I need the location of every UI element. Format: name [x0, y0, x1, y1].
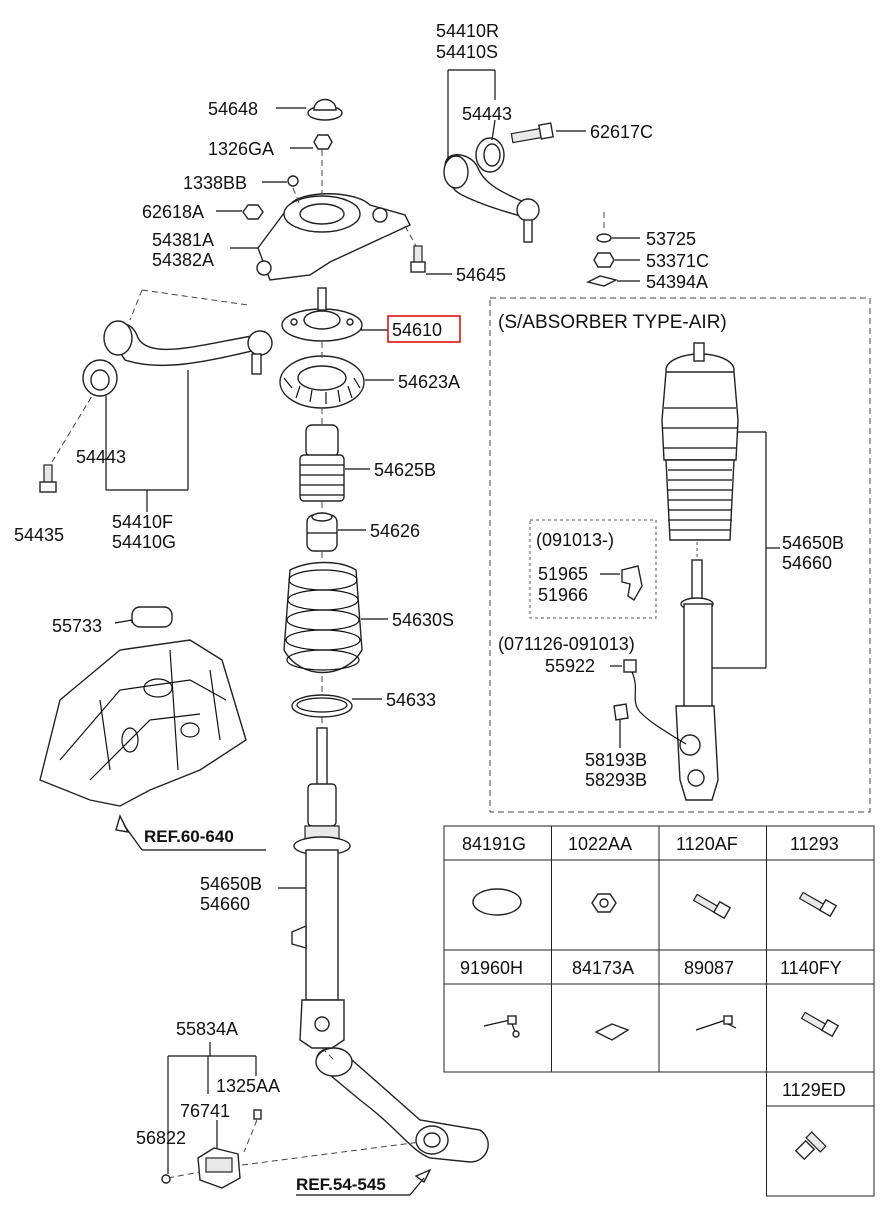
bolt-62617C: [510, 122, 554, 144]
table-cell-84173A: 84173A: [572, 958, 634, 978]
label-54630S: 54630S: [392, 610, 454, 630]
label-54625B: 54625B: [374, 460, 436, 480]
spring-pad-54623A: [279, 355, 365, 409]
bolt-54645: [410, 245, 426, 273]
bracket-55834A: [197, 1147, 241, 1189]
table-cell-84191G: 84191G: [462, 834, 526, 854]
label-54645: 54645: [456, 265, 506, 285]
label-55834A: 55834A: [176, 1019, 238, 1039]
bolt-icon-1140FY: [800, 1011, 840, 1038]
label-54650B-air: 54650B: [782, 533, 844, 553]
label-55733: 55733: [52, 616, 102, 636]
label-53371C: 53371C: [646, 251, 709, 271]
bolt-icon-1129ED: [794, 1131, 827, 1161]
label-56822: 56822: [136, 1128, 186, 1148]
label-54648: 54648: [208, 99, 258, 119]
highlight-box-54610: [387, 315, 461, 343]
ref-54-545[interactable]: REF.54-545: [296, 1175, 386, 1194]
ref-arrow-54-545: [414, 1168, 432, 1184]
air-section-title: (S/ABSORBER TYPE-AIR): [498, 312, 727, 333]
label-54381A: 54381A: [152, 230, 214, 250]
label-58293B: 58293B: [585, 770, 647, 790]
label-54394A: 54394A: [646, 272, 708, 292]
nut-1326GA: [313, 134, 333, 150]
ref-arrow-60-640: [115, 814, 130, 833]
label-55922: 55922: [545, 656, 595, 676]
tie-icon-91960H: [483, 1015, 520, 1038]
boot-54625B: [299, 424, 345, 502]
nut-53725: [596, 233, 612, 243]
label-54633: 54633: [386, 690, 436, 710]
ring-54633: [291, 694, 353, 718]
label-62618A: 62618A: [142, 202, 204, 222]
label-54443-left: 54443: [76, 447, 126, 467]
sub-box-091013: [529, 519, 657, 619]
label-54650B-main: 54650B: [200, 874, 262, 894]
label-54443-top: 54443: [462, 104, 512, 124]
label-54410R: 54410R: [436, 21, 499, 41]
range-091013: (091013-): [536, 530, 614, 550]
label-54410G: 54410G: [112, 532, 176, 552]
ref-60-640[interactable]: REF.60-640: [144, 827, 234, 846]
table-cell-1140FY: 1140FY: [780, 958, 842, 978]
label-62617C: 62617C: [590, 122, 653, 142]
range-071126-091013: (071126-091013): [498, 634, 635, 654]
lower-arm: [315, 1047, 489, 1163]
air-shock-section-frame: [489, 297, 871, 813]
upper-arm-right: [443, 137, 540, 243]
table-cell-89087: 89087: [684, 958, 734, 978]
cap-54648: [307, 98, 343, 121]
strut-mount-54610: [281, 287, 363, 342]
nut-62618A: [242, 204, 264, 220]
label-1338BB: 1338BB: [183, 173, 247, 193]
label-54435: 54435: [14, 525, 64, 545]
shock-absorber-54650B: [291, 727, 351, 1049]
table-cell-91960H: 91960H: [460, 958, 523, 978]
label-1325AA: 1325AA: [216, 1076, 280, 1096]
label-54610[interactable]: 54610: [392, 320, 442, 340]
label-1326GA: 1326GA: [208, 139, 274, 159]
bracket-55922: [623, 659, 637, 673]
label-53725: 53725: [646, 229, 696, 249]
bracket-54381A: [256, 193, 411, 281]
hardware-table: [443, 825, 875, 1197]
bolt-54435: [39, 464, 57, 493]
label-54410F: 54410F: [112, 512, 173, 532]
tie-icon-89087: [695, 1015, 737, 1031]
spring-cover-54630S: [283, 561, 363, 674]
washer-1338BB: [287, 175, 299, 187]
nut-1325AA: [253, 1109, 262, 1120]
plug-icon-84191G: [472, 888, 522, 916]
clip-51965: [621, 565, 643, 601]
bumper-54626: [306, 512, 338, 552]
nut-icon-1022AA: [591, 893, 617, 913]
pad-icon-84173A: [594, 1023, 630, 1041]
label-51965: 51965: [538, 564, 588, 584]
label-54660-main: 54660: [200, 894, 250, 914]
bolt-icon-11293: [798, 891, 838, 918]
upper-arm-left: [82, 320, 273, 397]
table-cell-11293: 11293: [790, 834, 839, 854]
bolt-icon-1120AF: [692, 893, 732, 920]
label-58193B: 58193B: [585, 750, 647, 770]
sensor-wire: [631, 671, 687, 745]
pin-56822: [161, 1174, 171, 1184]
label-54410S: 54410S: [436, 42, 498, 62]
label-51966: 51966: [538, 585, 588, 605]
table-cell-1120AF: 1120AF: [676, 834, 738, 854]
table-cell-1022AA: 1022AA: [568, 834, 632, 854]
body-panel-55733: [39, 606, 247, 807]
label-54623A: 54623A: [398, 372, 460, 392]
table-cell-1129ED: 1129ED: [782, 1080, 846, 1100]
label-76741: 76741: [180, 1101, 230, 1121]
label-54660-air: 54660: [782, 553, 832, 573]
air-shock-assembly: [661, 342, 739, 801]
nut-53371C: [593, 252, 615, 268]
label-54382A: 54382A: [152, 250, 214, 270]
clip-58193B: [613, 703, 629, 721]
pin-54394A: [585, 275, 619, 287]
label-54626: 54626: [370, 521, 420, 541]
